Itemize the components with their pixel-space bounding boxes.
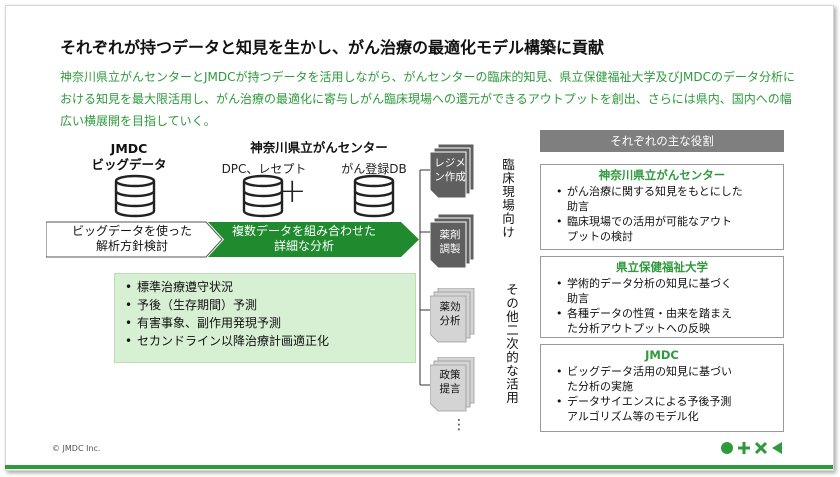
role-name: 県立保健福祉大学 xyxy=(616,260,708,274)
process-arrow xyxy=(46,221,419,258)
role-name: JMDC xyxy=(645,348,679,362)
cross-icon xyxy=(754,441,768,455)
analysis-item: セカンドライン以降治療計画適正化 xyxy=(125,332,415,350)
secondary-use-label: その他二次的な活用 xyxy=(504,283,519,405)
more-outputs-ellipsis: ⋮ xyxy=(452,417,466,433)
document-stack-icon xyxy=(430,288,475,343)
plus-icon xyxy=(738,442,750,454)
db1-label: DPC、レセプト xyxy=(221,162,307,176)
jmdc-title-line1: JMDC xyxy=(110,141,148,156)
circle-icon xyxy=(721,442,733,454)
database-icon xyxy=(242,174,284,218)
database-icon xyxy=(114,174,156,218)
slide-title: それぞれが持つデータと知見を生かし、がん治療の最適化モデル構築に貢献 xyxy=(60,38,605,57)
detailed-analysis-label: 複数データを組み合わせた 詳細な分析 xyxy=(231,224,376,253)
output-label-dispensing: 薬剤調製 xyxy=(439,229,461,255)
role-name: 神奈川県立がんセンター xyxy=(598,168,726,182)
lead-paragraph: 神奈川県立がんセンターとJMDCが持つデータを活用しながら、がんセンターの臨床的… xyxy=(60,70,796,128)
output-label-regimen: レジメン作成 xyxy=(434,157,466,183)
jmdc-header: JMDC ビッグデータ xyxy=(86,141,172,173)
jmdc-title-line2: ビッグデータ xyxy=(91,157,167,172)
jmdc-logo xyxy=(721,441,782,455)
roles-header: それぞれの主な役割 xyxy=(540,130,784,152)
db2-label: がん登録DB xyxy=(341,162,407,176)
analysis-items-box: 標準治療遵守状況 予後（生存期間）予測 有害事象、副作用発現予測 セカンドライン… xyxy=(114,273,416,363)
database-icon xyxy=(353,174,395,218)
output-label-policy: 政策提言 xyxy=(439,369,461,395)
copyright: © JMDC Inc. xyxy=(52,444,101,453)
triangle-icon xyxy=(772,442,782,454)
analysis-item: 標準治療遵守状況 xyxy=(125,278,415,296)
document-stack-icon xyxy=(430,357,475,412)
output-bracket xyxy=(419,169,438,386)
document-stack-icon xyxy=(430,144,475,199)
analysis-item: 有害事象、副作用発現予測 xyxy=(125,314,415,332)
analysis-policy-label: ビッグデータを使った 解析方針検討 xyxy=(71,224,192,253)
plus-sign: + xyxy=(278,171,307,211)
document-stack-icon xyxy=(430,214,475,269)
output-label-efficacy: 薬効分析 xyxy=(439,301,461,327)
center-title: 神奈川県立がんセンター xyxy=(250,140,388,155)
clinical-use-label: 臨床現場向け xyxy=(500,158,515,239)
bottom-accent-bar xyxy=(5,465,833,469)
analysis-item: 予後（生存期間）予測 xyxy=(125,296,415,314)
